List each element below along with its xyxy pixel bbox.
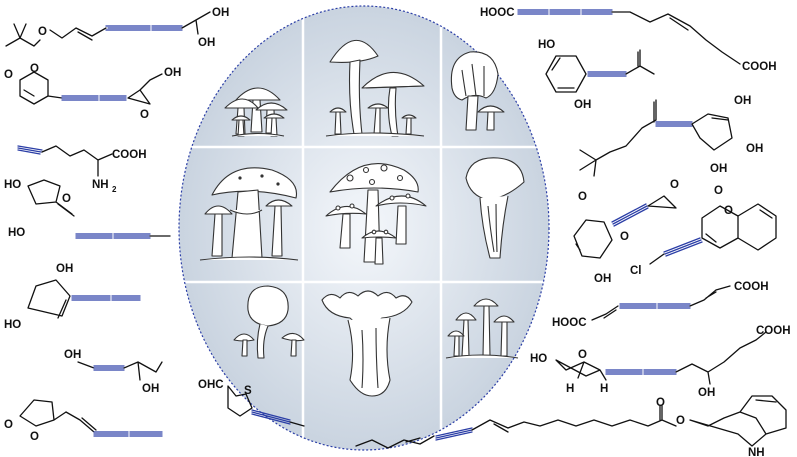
atom-label: OH	[698, 387, 715, 399]
bell-cap-cluster-icon	[445, 298, 519, 359]
panel-border	[178, 5, 550, 451]
atom-label: COOH	[742, 61, 777, 73]
molecule-16: O O NH	[355, 395, 787, 457]
atom-label: O	[30, 63, 39, 75]
atom-label: COOH	[756, 325, 791, 337]
cluster-small-mushrooms-icon	[224, 87, 288, 137]
funnel-mushroom-icon	[465, 157, 525, 259]
molecule-6: OH OH	[64, 349, 163, 395]
atom-label: O	[4, 419, 13, 431]
atom-label: O	[620, 231, 629, 243]
bulb-cap-mushrooms-icon	[233, 285, 305, 359]
atom-label: Cl	[630, 265, 642, 277]
atom-label: COOH	[112, 149, 147, 161]
atom-label: HO	[4, 319, 21, 331]
atom-label: OH	[56, 263, 73, 275]
atom-label: OH	[212, 7, 229, 19]
atom-label: OH	[746, 143, 763, 155]
molecule-1: O OH OH	[5, 7, 229, 49]
spotted-amanita-mushrooms-icon	[325, 163, 427, 265]
molecule-2: O O O OH	[4, 63, 181, 121]
atom-label: O	[4, 69, 13, 81]
atom-label: NH	[92, 179, 109, 191]
ringed-stem-mushrooms-icon	[199, 167, 299, 261]
atom-label: OHC	[198, 379, 224, 391]
atom-label: HO	[538, 39, 555, 51]
atom-label: NH	[748, 447, 765, 457]
molecule-10: HO OH	[538, 39, 655, 111]
atom-label: O	[140, 109, 149, 121]
molecule-9: HOOC COOH	[480, 7, 777, 73]
atom-label: O	[724, 205, 733, 217]
atom-label: OH	[164, 67, 181, 79]
atom-label: OH	[574, 99, 591, 111]
molecule-7: O O	[4, 399, 163, 443]
molecule-14: HOOC COOH	[552, 281, 769, 329]
atom-label: OH	[64, 349, 81, 361]
molecule-8: OHC S	[198, 379, 305, 427]
atom-label: O	[656, 397, 665, 409]
atom-label: O	[62, 193, 71, 205]
tall-gilled-mushrooms-icon	[325, 39, 425, 137]
atom-label: S	[244, 385, 252, 397]
molecule-11: OH OH OH	[579, 95, 763, 177]
atom-label: HO	[530, 353, 547, 365]
atom-label: O	[714, 185, 723, 197]
atom-label: OH	[734, 95, 751, 107]
atom-label: HOOC	[552, 317, 587, 329]
panel-grid	[179, 6, 549, 450]
atom-label: H	[600, 383, 608, 395]
molecule-12: O O OH O	[573, 179, 679, 285]
molecule-5: OH HO	[4, 263, 141, 331]
molecule-15: HO O H H OH COOH	[530, 325, 791, 399]
molecule-13: O O Cl	[630, 185, 777, 277]
molecule-4: HO HO O	[4, 179, 171, 239]
atom-label: OH	[198, 37, 215, 49]
atom-label: O	[578, 349, 587, 361]
atom-label: O	[670, 179, 679, 191]
atom-label: HO	[8, 227, 25, 239]
atom-subscript: 2	[112, 185, 117, 194]
atom-label: OH	[594, 273, 611, 285]
atom-label: HOOC	[480, 7, 515, 19]
molecule-3: COOH NH 2	[17, 145, 147, 194]
atom-label: O	[30, 431, 39, 443]
atom-label: COOH	[734, 281, 769, 293]
atom-label: O	[676, 415, 685, 427]
atom-label: OH	[142, 383, 159, 395]
atom-label: H	[566, 383, 574, 395]
atom-label: HO	[4, 179, 21, 191]
ruffled-chanterelle-icon	[321, 290, 413, 397]
atom-label: OH	[710, 163, 727, 175]
atom-label: O	[578, 191, 587, 203]
wavy-cap-mushroom-icon	[450, 51, 505, 131]
atom-label: O	[38, 26, 47, 38]
mushroom-panel	[178, 5, 550, 451]
